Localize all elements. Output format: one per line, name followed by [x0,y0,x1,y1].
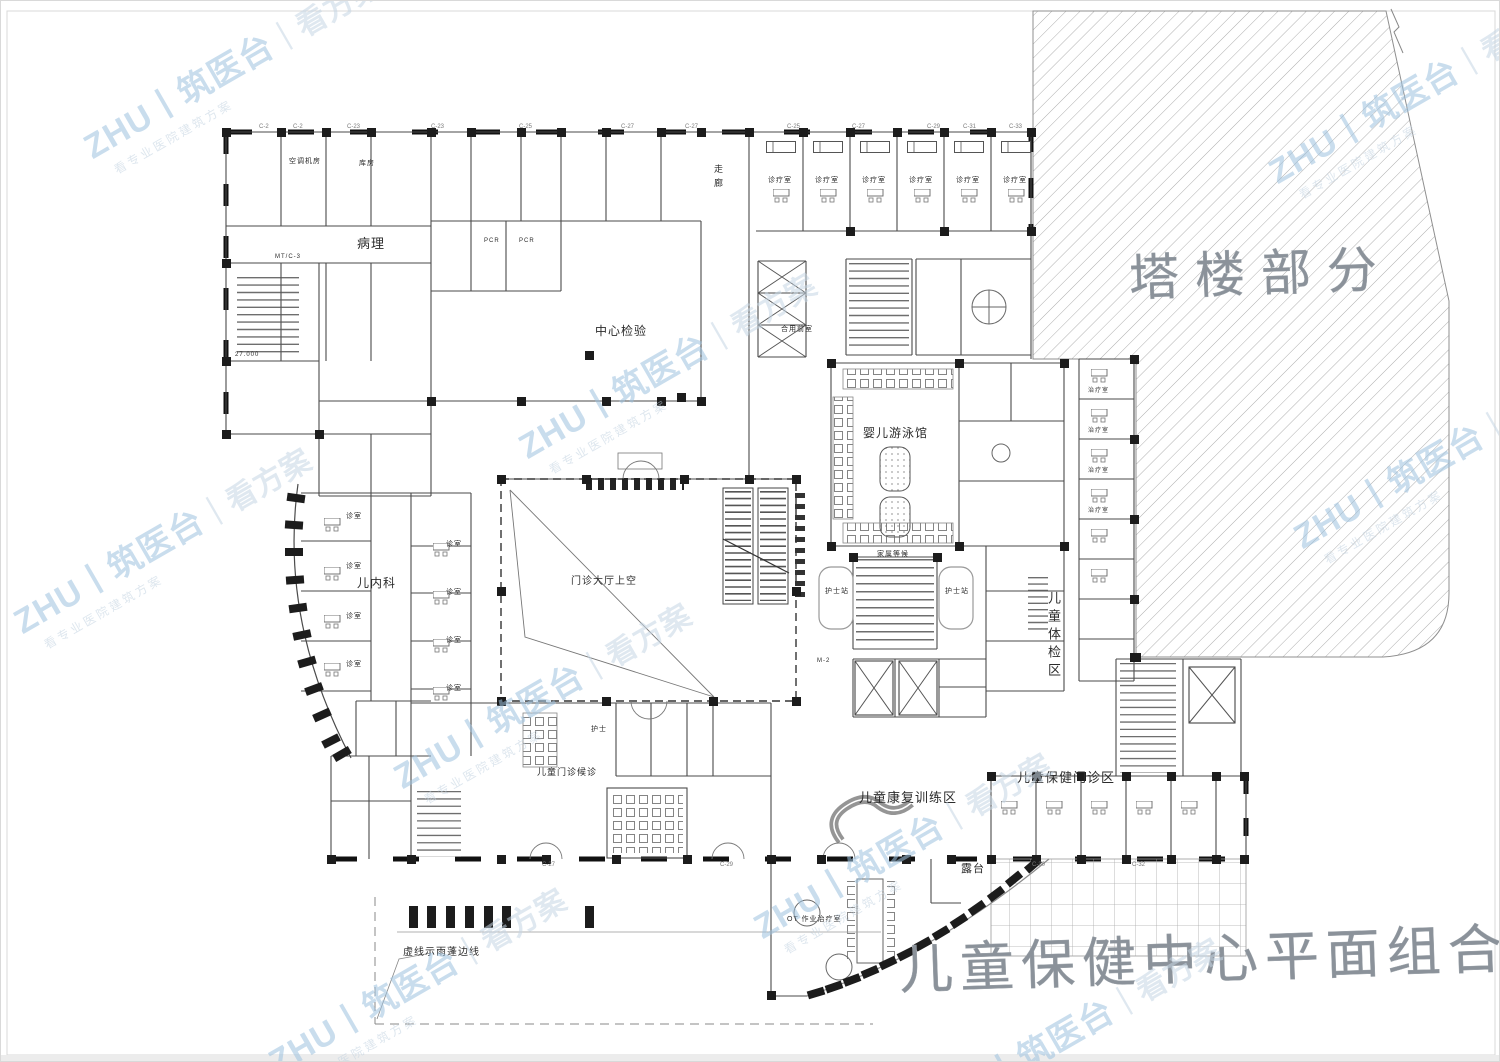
wavy-sofa-centerline [833,798,912,842]
entrance-hall-void [500,452,805,702]
elevators [757,260,1236,724]
tower-section-label: 塔楼部分 [1128,241,1394,307]
door-arcs [529,460,856,860]
wavy-sofa [829,795,914,844]
curved-colonnade [806,856,1050,1000]
nurse-stations [818,566,974,630]
escalators [722,487,790,605]
canopy-dashed-outline [374,897,881,1025]
curved-west-wall [284,483,352,762]
break-line-mark [1390,8,1404,54]
seating-and-tables [522,712,895,981]
scan-edge-strip [1,1055,1499,1061]
tower-hatched-area [1032,8,1450,658]
terrace-grid [990,858,1247,957]
equipment [971,289,1011,463]
baby-pools [832,368,954,544]
stairs [237,263,1176,857]
